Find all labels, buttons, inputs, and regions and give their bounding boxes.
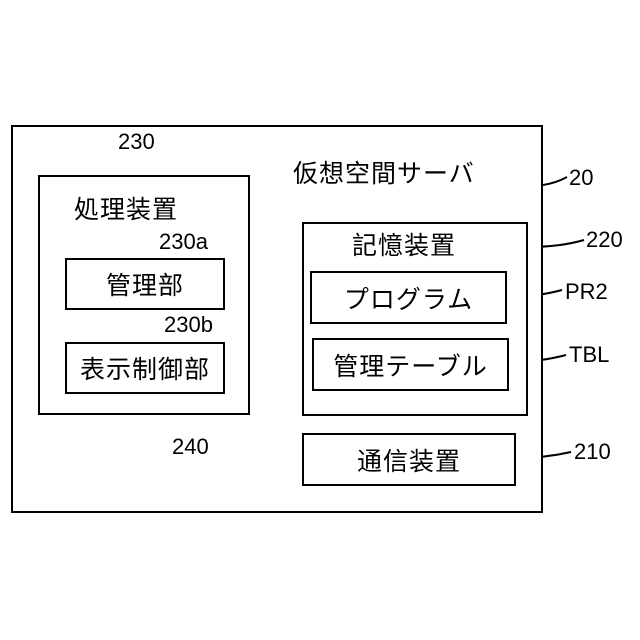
table-ref: TBL [569, 344, 609, 366]
table-box: 管理テーブル [312, 338, 509, 391]
processing-ref: 230 [118, 131, 155, 153]
program-ref: PR2 [565, 281, 608, 303]
storage-title: 記憶装置 [352, 233, 456, 258]
display-control-box: 表示制御部 [65, 342, 225, 394]
display-control-ref: 230b [164, 314, 213, 336]
communication-ref: 210 [574, 441, 611, 463]
server-title: 仮想空間サーバ [293, 161, 475, 186]
management-ref: 230a [159, 231, 208, 253]
program-box: プログラム [310, 271, 507, 324]
storage-ref: 220 [586, 229, 623, 251]
processing-title: 処理装置 [74, 197, 178, 222]
leader-20 [543, 177, 567, 185]
communication-box: 通信装置 [302, 433, 516, 486]
management-box: 管理部 [65, 258, 225, 310]
server-ref: 20 [569, 167, 593, 189]
bus-ref: 240 [172, 436, 209, 458]
